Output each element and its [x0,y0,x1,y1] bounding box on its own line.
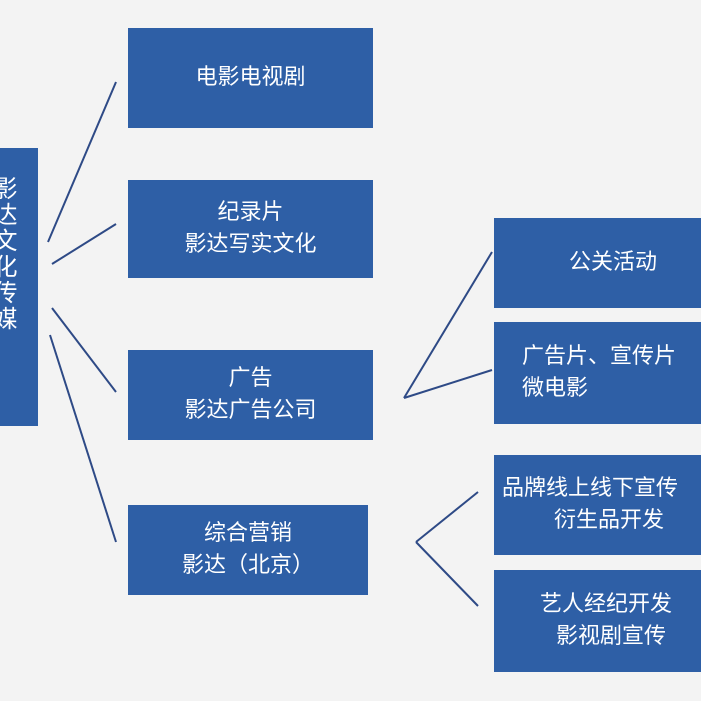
connector-root-marketing [49,334,117,543]
node-promo-films-line-1: 广告片、宣传片 [522,344,677,369]
connector-ad-pr [403,251,493,399]
node-marketing-line-1: 综合营销 [203,521,292,546]
node-advertising-line-2: 影达广告公司 [184,398,317,423]
node-marketing: 综合营销 影达（北京） [128,505,368,595]
connector-root-film [47,81,117,243]
connector-marketing-artist [415,541,479,607]
node-artist-management: 艺人经纪开发 影视剧宣传 [494,570,701,672]
node-advertising: 广告 影达广告公司 [128,350,373,440]
node-artist-management-line-2: 影视剧宣传 [556,624,667,649]
node-documentary-line-1: 纪录片 [217,200,284,225]
node-promo-films-line-2: 微电影 [522,376,589,401]
node-pr-events-line-1: 公关活动 [569,250,658,275]
node-documentary: 纪录片 影达写实文化 [128,180,373,278]
node-brand-promotion-line-1: 品牌线上线下宣传 [502,476,679,501]
node-film-tv: 电影电视剧 [128,28,373,128]
connector-ad-promo [403,369,493,399]
connector-root-documentary [51,223,117,265]
node-film-tv-line-1: 电影电视剧 [195,65,306,90]
connector-root-ad [51,307,117,393]
node-advertising-line-1: 广告 [228,366,273,391]
node-pr-events: 公关活动 [494,218,701,308]
connector-marketing-brand [415,491,479,543]
node-artist-management-line-1: 艺人经纪开发 [540,592,673,617]
root-node-label: 影达文化传媒 [0,176,17,332]
node-documentary-line-2: 影达写实文化 [184,232,317,257]
root-node-company: 影达文化传媒 [0,148,38,426]
node-brand-promotion-line-2: 衍生品开发 [554,508,665,533]
node-promo-films: 广告片、宣传片 微电影 [494,322,701,424]
node-brand-promotion: 品牌线上线下宣传 衍生品开发 [494,455,701,555]
node-marketing-line-2: 影达（北京） [181,553,314,578]
